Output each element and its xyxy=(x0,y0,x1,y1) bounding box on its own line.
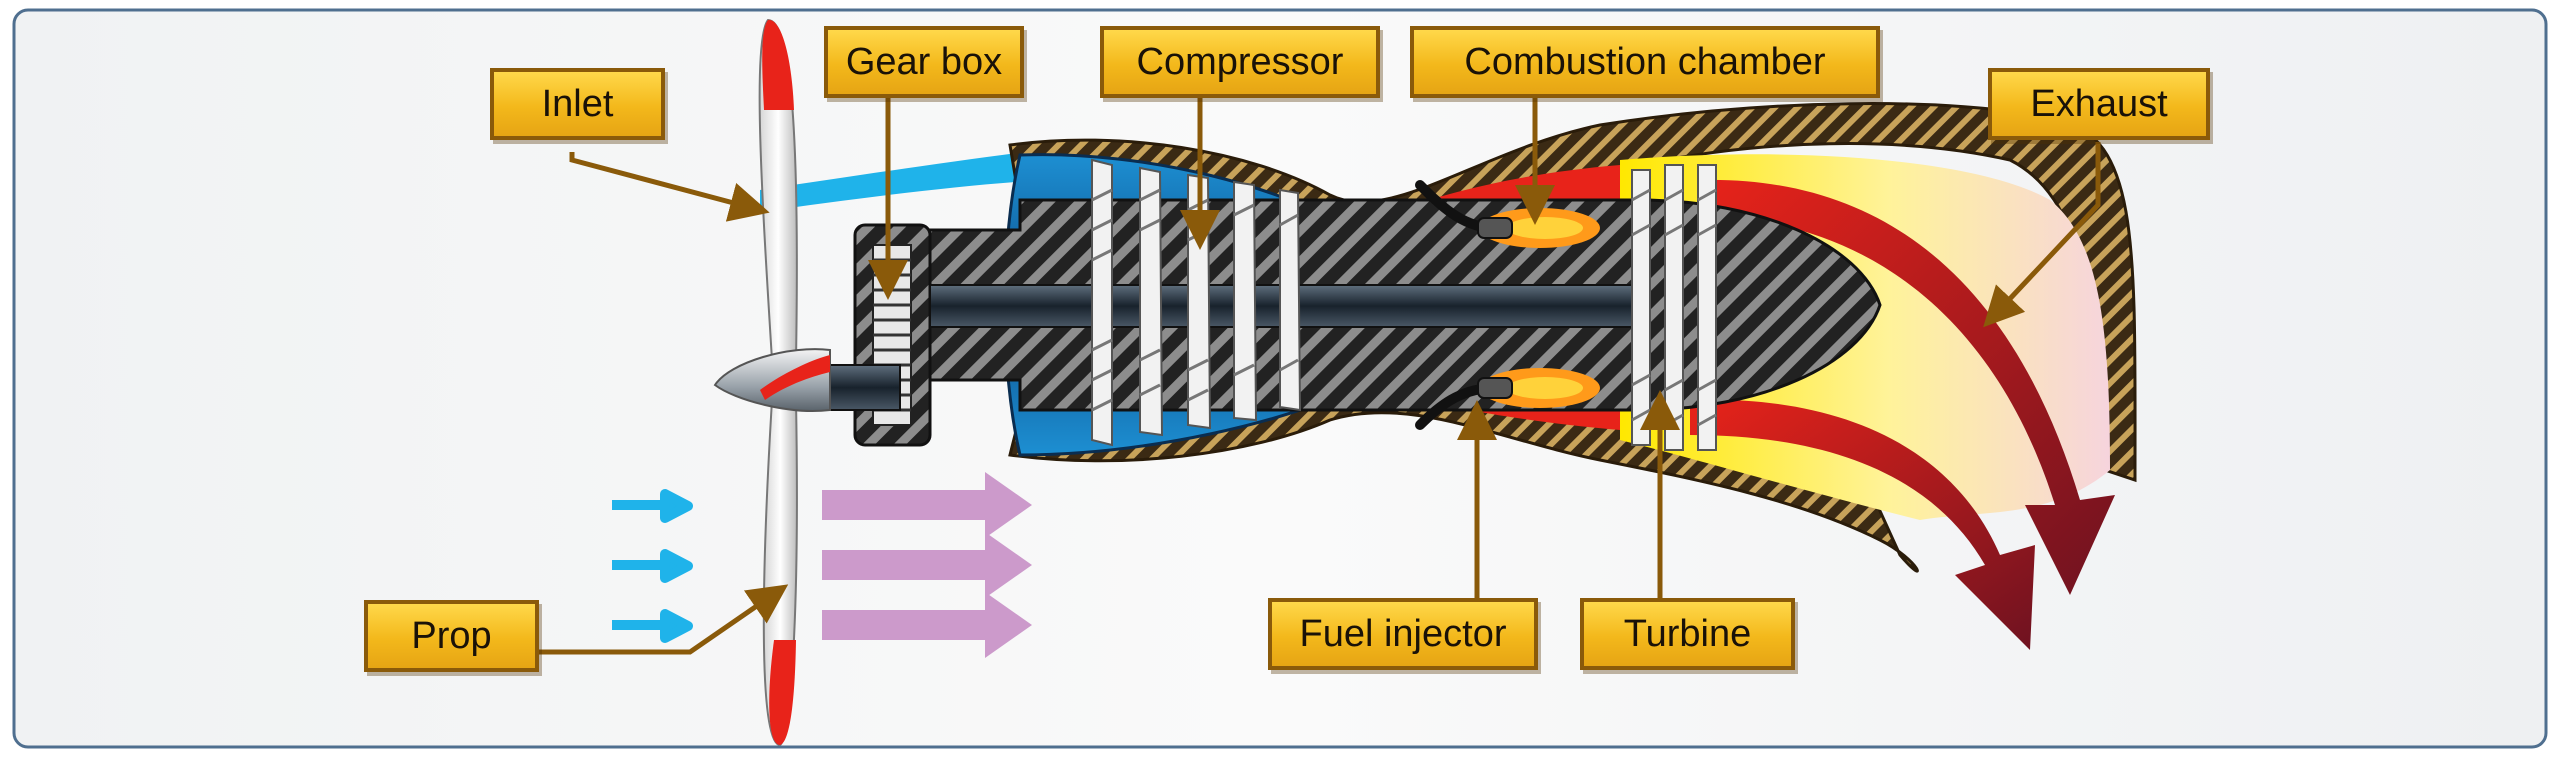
leader-inlet xyxy=(569,152,770,222)
spinner-highlight xyxy=(760,355,830,400)
label-gear-box: Gear box xyxy=(824,26,1024,98)
label-exhaust: Exhaust xyxy=(1988,68,2210,140)
combustion-flame-upper-core xyxy=(1507,217,1583,239)
label-fuel-injector: Fuel injector xyxy=(1268,598,1538,670)
label-combustion-chamber: Combustion chamber xyxy=(1410,26,1880,98)
propeller-tip-lower xyxy=(769,640,796,745)
intake-air-arrows xyxy=(612,489,693,643)
label-prop: Prop xyxy=(364,600,539,672)
combustion-flame-lower-core xyxy=(1507,377,1583,399)
leader-exhaust xyxy=(1983,142,2101,328)
main-shaft xyxy=(819,364,901,411)
exhaust-flow-arrow-upper xyxy=(1700,179,2115,595)
airflow-arrows xyxy=(822,472,1032,658)
propeller-tip-upper xyxy=(762,19,794,110)
exhaust-flow-arrow-lower xyxy=(1690,399,2035,650)
fuel-nozzle-upper xyxy=(1477,217,1513,239)
label-compressor: Compressor xyxy=(1100,26,1380,98)
leader-lines xyxy=(538,96,2101,655)
label-turbine: Turbine xyxy=(1580,598,1795,670)
leader-prop xyxy=(538,584,789,655)
compressor-blade-ribs xyxy=(1091,188,1299,412)
fuel-nozzle-lower xyxy=(1477,377,1513,399)
label-inlet: Inlet xyxy=(490,68,665,140)
propeller-spinner xyxy=(713,348,831,412)
inlet-airflow xyxy=(760,150,1045,212)
turbine-blades xyxy=(1631,164,1717,451)
